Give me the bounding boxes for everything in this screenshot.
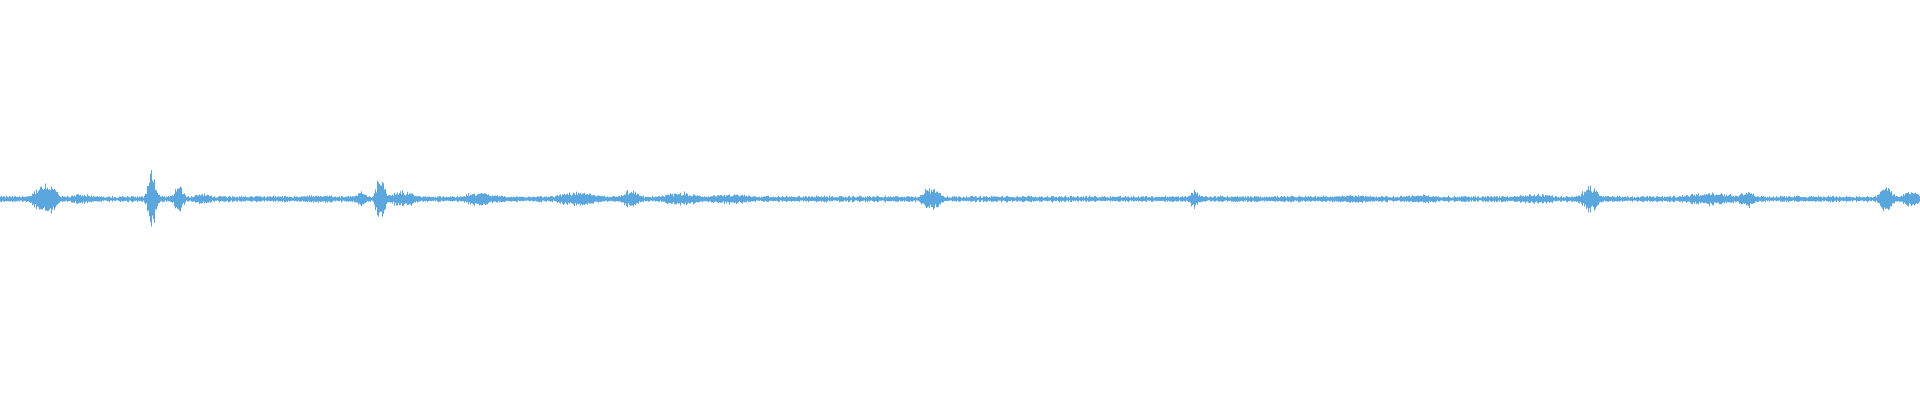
waveform-trace: [0, 170, 1920, 227]
